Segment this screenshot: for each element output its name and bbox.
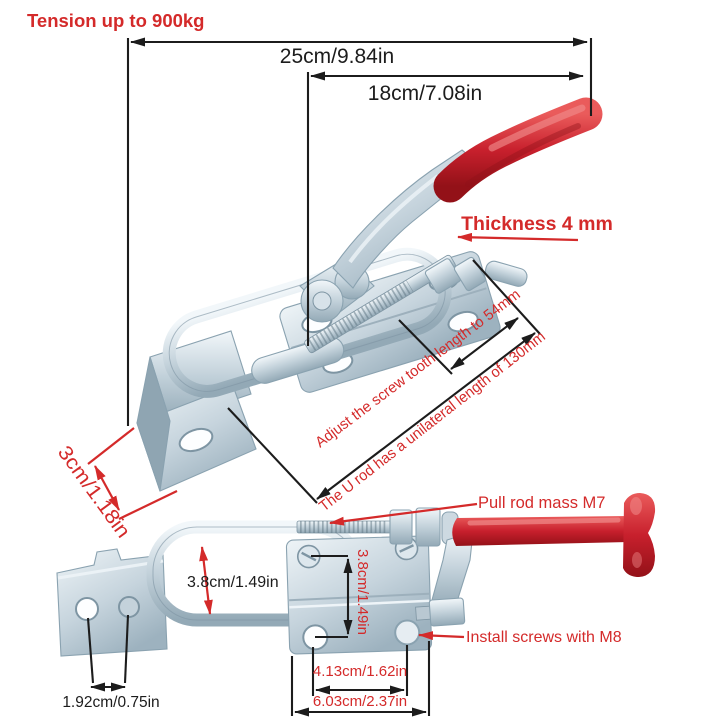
annotation-pull-rod: Pull rod mass M7 [329, 494, 605, 526]
bottom-clamp-photo [56, 493, 656, 657]
dim-bracket-hole-spacing [86, 614, 130, 692]
dim-hole-vertical-spacing [311, 554, 353, 639]
mount-hole [394, 619, 421, 646]
dim-hole-horizontal-spacing [311, 645, 409, 696]
thickness-label: Thickness 4 mm [461, 213, 613, 235]
bracket-slot-hole [178, 427, 214, 453]
u-bolt-opening-label: 3.8cm/1.49in [187, 574, 279, 591]
annotation-thickness: Thickness 4 mm [457, 213, 613, 242]
dim-u-rod-length [227, 332, 536, 504]
red-handle [433, 97, 603, 203]
tension-rating-label: Tension up to 900kg [27, 10, 204, 31]
bracket-hole-spacing-label: 1.92cm/0.75in [62, 694, 159, 711]
install-screws-label: Install screws with M8 [466, 629, 622, 646]
bracket-width-label: 3cm/1.18in [53, 442, 134, 542]
clevis-pin [484, 260, 528, 287]
lever-highlight [348, 174, 440, 264]
hole-vertical-spacing-label: 3.8cm/1.49in [354, 549, 371, 635]
latch-bracket [136, 330, 257, 492]
hex-nut [389, 509, 413, 545]
t-handle [452, 493, 656, 577]
t-handle-knob [623, 493, 656, 577]
mounting-plate [285, 535, 433, 655]
dim-body-length: 18cm/7.08in [306, 71, 584, 346]
pull-rod-label: Pull rod mass M7 [478, 494, 605, 512]
dim-overall-length: 25cm/9.84in [126, 37, 593, 426]
catch-hole [118, 596, 140, 618]
hole-horizontal-spacing-label: 4.13cm/1.62in [313, 663, 407, 680]
dim-base-width [290, 641, 431, 717]
base-width-label: 6.03cm/2.37in [313, 693, 407, 710]
catch-hole [75, 597, 99, 621]
dim-overall-length-label: 25cm/9.84in [280, 45, 394, 68]
threaded-rod [296, 520, 394, 534]
hex-nut [415, 507, 441, 547]
lower-bolt [415, 597, 466, 627]
dim-u-bolt-opening: 3.8cm/1.49in [187, 546, 279, 615]
annotation-install-screws: Install screws with M8 [418, 629, 622, 646]
dim-body-length-label: 18cm/7.08in [368, 82, 482, 105]
screw-head [296, 544, 321, 569]
catch-plate [56, 548, 168, 657]
